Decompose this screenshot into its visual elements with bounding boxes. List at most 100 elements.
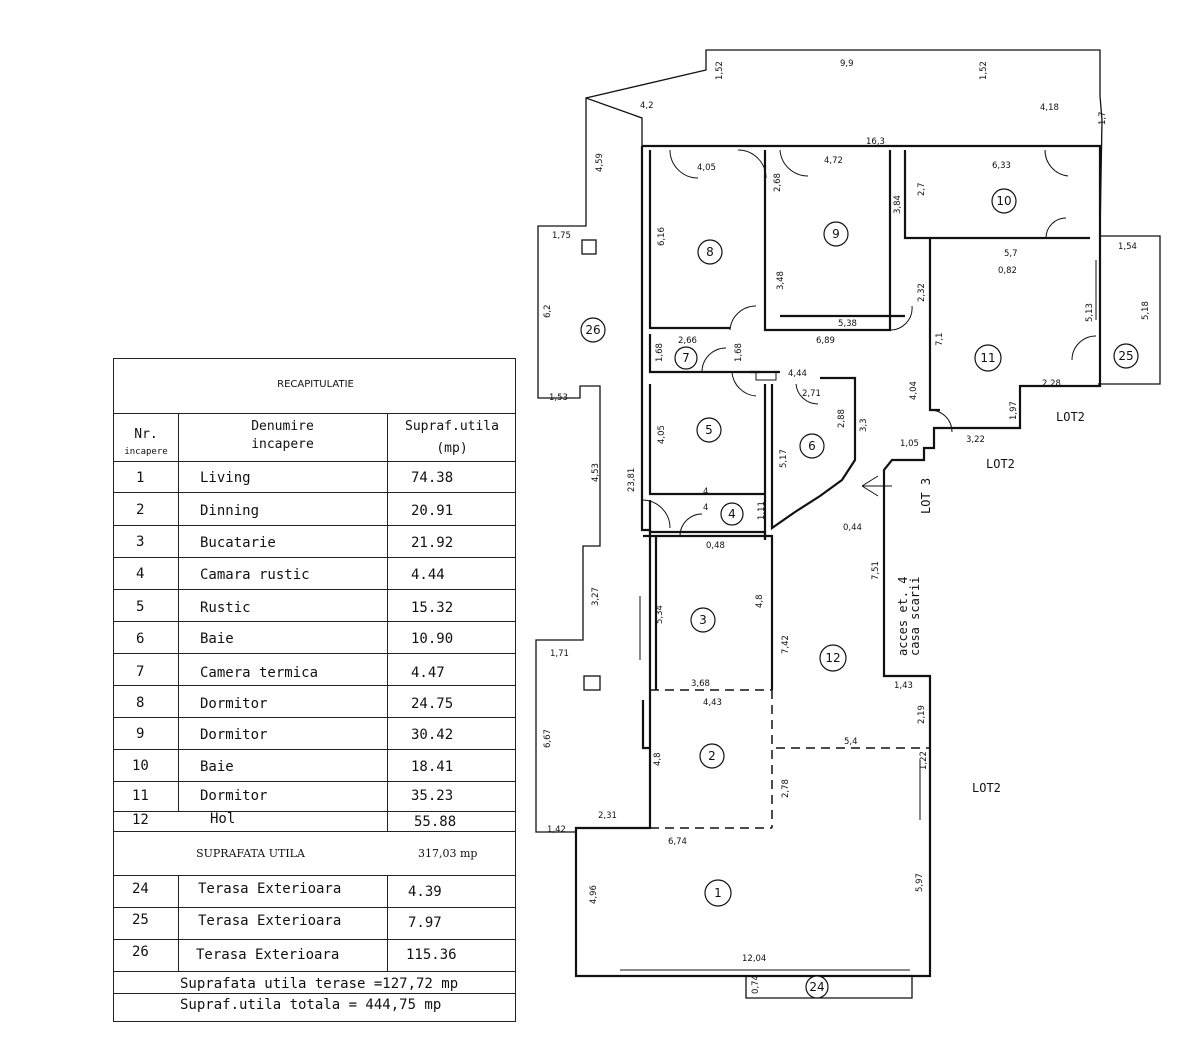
row-nr: 7 [136, 664, 145, 680]
lot-label: LOT2 [972, 781, 1001, 795]
dim-label: 1,53 [549, 393, 568, 403]
dim-label: 6,89 [816, 336, 835, 346]
dim-label: 1,71 [550, 649, 569, 659]
row-name: Dormitor [200, 696, 268, 712]
terrace-area: 4.39 [408, 884, 442, 900]
dim-label: 3,3 [859, 418, 869, 432]
dim-label: 2,78 [781, 779, 791, 798]
row-nr: 1 [136, 470, 145, 486]
dim-label: 2,71 [802, 389, 821, 399]
room-24-number: 24 [809, 980, 824, 994]
dim-label: 2,7 [917, 182, 927, 196]
dim-label: 4,05 [697, 163, 716, 173]
row-nr: 10 [132, 758, 149, 774]
terrace-name: Terasa Exterioara [198, 913, 342, 929]
dim-label: 4 [703, 503, 708, 513]
terrace-area: 115.36 [406, 947, 457, 963]
room-8-number: 8 [706, 245, 714, 259]
room-2-number: 2 [708, 749, 716, 763]
dim-label: 1,42 [547, 825, 566, 835]
row-name: Dormitor [200, 788, 268, 804]
room-12-marker [819, 644, 847, 672]
row-name: Hol [210, 811, 236, 827]
row-area: 10.90 [411, 631, 454, 647]
row-area: 18.41 [411, 759, 454, 775]
room-25-number: 25 [1118, 349, 1133, 363]
row-area: 74.38 [411, 470, 454, 486]
row-nr: 2 [136, 502, 145, 518]
room-1-number: 1 [714, 886, 722, 900]
row-nr: 5 [136, 599, 145, 615]
col-area-header-2: (mp) [436, 441, 468, 456]
dim-label: 4 [703, 487, 708, 497]
room-7-number: 7 [682, 351, 690, 365]
dim-label: 4,8 [755, 594, 765, 608]
dim-label: 0,74 [751, 975, 761, 994]
dim-label: 4,96 [589, 885, 599, 904]
terrace-name: Terasa Exterioara [198, 881, 342, 897]
row-area: 20.91 [411, 503, 454, 519]
room-5-number: 5 [705, 423, 713, 437]
dim-label: 1,22 [919, 751, 929, 770]
row-area: 35.23 [411, 788, 454, 804]
dim-label: 7,42 [781, 635, 791, 654]
row-area: 4.47 [411, 665, 445, 681]
room-26-number: 26 [585, 323, 600, 337]
lot-label: LOT 3 [919, 478, 933, 514]
dim-label: 1,7 [1098, 111, 1108, 125]
room-6-number: 6 [808, 439, 816, 453]
total-terase: Suprafata utila terase =127,72 mp [180, 976, 459, 992]
row-area: 55.88 [414, 814, 457, 830]
room-4-number: 4 [728, 507, 736, 521]
room-markers: 1 2 3 4 5 6 7 8 9 10 11 12 24 2 [580, 188, 1139, 999]
dim-label: 5,97 [915, 873, 925, 892]
dim-label: 5,7 [1004, 249, 1018, 259]
dim-label: 23,81 [627, 468, 637, 492]
col-name-header-1: Denumire [251, 419, 314, 434]
dim-label: 1,54 [1118, 242, 1137, 252]
row-nr: 4 [136, 566, 145, 582]
col-area-header-1: Supraf.utila [405, 419, 499, 434]
recap-table: RECAPITULATIE Nr. incapere Denumire inca… [113, 358, 516, 1022]
col-name-header-2: incapere [251, 437, 314, 452]
terrace-nr: 25 [132, 912, 149, 928]
room-10-number: 10 [996, 194, 1011, 208]
terrace-nr: 24 [132, 881, 149, 897]
dim-label: 5,4 [844, 737, 858, 747]
room-24-marker [805, 975, 829, 999]
dim-label: 6,74 [668, 837, 687, 847]
dim-label: 2,28 [1042, 379, 1061, 389]
row-name: Living [200, 470, 251, 486]
dim-label: 4,72 [824, 156, 843, 166]
dim-label: 0,44 [843, 523, 862, 533]
dim-label: 5,13 [1085, 303, 1095, 322]
room-12-number: 12 [825, 651, 840, 665]
row-name: Dormitor [200, 727, 268, 743]
dim-label: 7,1 [935, 332, 945, 346]
row-name: Dinning [200, 503, 260, 519]
dim-label: 1,52 [715, 61, 725, 80]
dim-label: 2,66 [678, 336, 697, 346]
room-2-marker [699, 743, 725, 769]
dim-label: 2,68 [773, 173, 783, 192]
dim-label: 5,17 [779, 449, 789, 468]
stairwell-label: casa scarii [908, 577, 922, 656]
dim-label: 1,68 [734, 343, 744, 362]
access-label: acces et. 4 [896, 577, 910, 656]
dim-label: 7,51 [871, 561, 881, 580]
terrace-area: 7.97 [408, 915, 442, 931]
room-9-number: 9 [832, 227, 840, 241]
dim-label: 5,38 [838, 319, 857, 329]
table-title: RECAPITULATIE [277, 379, 354, 390]
room-7-marker [674, 346, 698, 370]
room-11-number: 11 [980, 351, 995, 365]
dim-label: 4,18 [1040, 103, 1059, 113]
dim-label: 3,27 [591, 587, 601, 606]
dim-label: 1,97 [1009, 401, 1019, 420]
col-nr-header: Nr. [134, 427, 158, 442]
dim-label: 1,11 [757, 501, 767, 520]
dim-label: 12,04 [742, 954, 766, 964]
room-1-marker [704, 879, 732, 907]
